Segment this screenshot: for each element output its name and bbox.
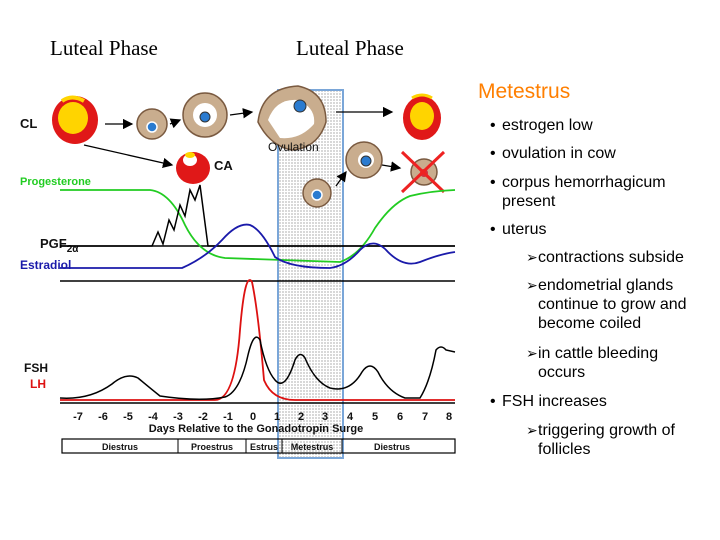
- day-tick: 7: [422, 411, 428, 423]
- phase-bar: Diestrus Proestrus Estrus Metestrus Dies…: [61, 438, 456, 454]
- day-tick: -5: [123, 411, 133, 423]
- phase-label: Diestrus: [102, 442, 138, 452]
- pgf-label: PGF2α: [40, 236, 79, 255]
- stage-arrows: [83, 106, 402, 187]
- follicle-early-icon: [302, 178, 332, 208]
- day-tick: 5: [372, 411, 378, 423]
- arrow-bullet-icon: ➢: [526, 277, 538, 293]
- day-tick: 6: [397, 411, 403, 423]
- day-tick: -2: [198, 411, 208, 423]
- day-tick: 3: [322, 411, 328, 423]
- day-tick: 0: [250, 411, 256, 423]
- progesterone-curve: [60, 189, 456, 263]
- estradiol-label: Estradiol: [20, 258, 71, 272]
- estradiol-curve: [60, 223, 456, 269]
- cl-label: CL: [20, 116, 37, 131]
- day-tick: -3: [173, 411, 183, 423]
- left-heading: Luteal Phase: [50, 36, 158, 60]
- follicle-small-icon: [136, 108, 168, 140]
- phase-label: Proestrus: [191, 442, 233, 452]
- slide-title: Metestrus: [478, 80, 571, 103]
- corpus-albicans-icon: [176, 152, 210, 184]
- day-tick: 1: [274, 411, 280, 423]
- metestrus-highlight-band: [277, 89, 344, 459]
- ruptured-follicle-icon: [257, 85, 327, 151]
- bullet-item: •FSH increases: [490, 393, 607, 410]
- day-tick: 4: [347, 411, 354, 423]
- follicle-growing-icon: [345, 141, 383, 179]
- day-tick: 2: [298, 411, 304, 423]
- bullet-item: •uterus: [490, 221, 547, 238]
- axis-title: Days Relative to the Gonadotropin Surge: [149, 423, 364, 435]
- regressing-cl-icon: [403, 93, 441, 140]
- sub-bullet-item: ➢contractions subside: [526, 249, 684, 266]
- phase-label: Estrus: [250, 442, 278, 452]
- fsh-curve: [59, 336, 456, 401]
- estrous-cycle-diagram: CL CA Ovulation Progesterone PGF2α Estra…: [20, 85, 456, 459]
- arrow-bullet-icon: ➢: [526, 345, 538, 361]
- bullet-item: •ovulation in cow: [490, 145, 616, 162]
- right-heading: Luteal Phase: [296, 36, 404, 60]
- lh-label: LH: [30, 377, 46, 391]
- day-tick: -6: [98, 411, 108, 423]
- corpus-luteum-icon: [52, 95, 98, 144]
- arrow-bullet-icon: ➢: [526, 422, 538, 438]
- progesterone-label: Progesterone: [20, 176, 91, 188]
- day-tick: 8: [446, 411, 452, 423]
- day-tick-labels: -7 -6 -5 -4 -3 -2 -1 0 1 2 3 4 5 6 7 8: [73, 411, 452, 423]
- day-tick: -1: [223, 411, 233, 423]
- day-tick: -4: [148, 411, 159, 423]
- day-tick: -7: [73, 411, 83, 423]
- follicle-medium-icon: [182, 92, 228, 138]
- ca-label: CA: [214, 158, 233, 173]
- phase-label: Diestrus: [374, 442, 410, 452]
- bullet-item: •estrogen low: [490, 117, 593, 134]
- pgf2a-curve: [60, 184, 455, 247]
- phase-label: Metestrus: [291, 442, 334, 452]
- lh-curve: [60, 279, 455, 401]
- arrow-bullet-icon: ➢: [526, 249, 538, 265]
- atretic-follicle-icon: [400, 150, 446, 194]
- fsh-label: FSH: [24, 361, 48, 375]
- ovulation-label: Ovulation: [268, 140, 319, 154]
